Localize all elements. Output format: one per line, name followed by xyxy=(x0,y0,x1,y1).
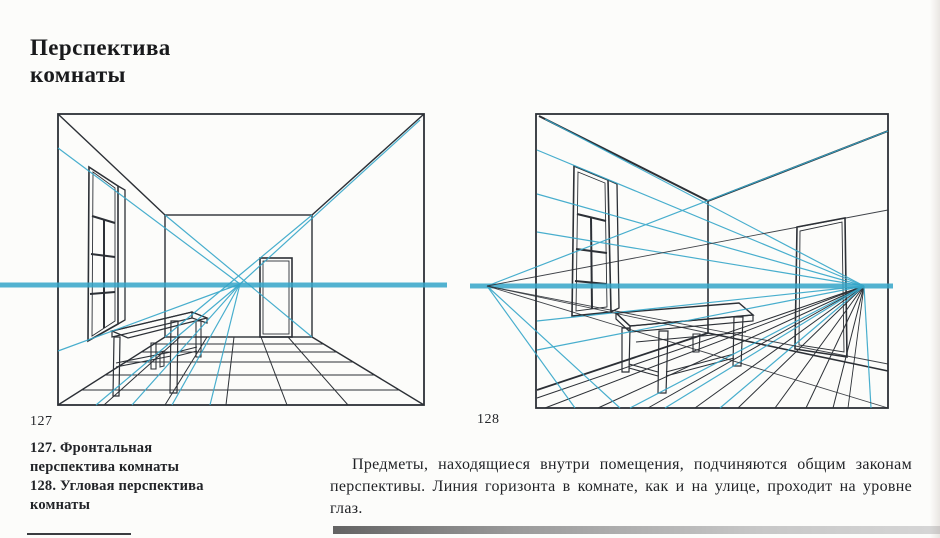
figure-127-number: 127 xyxy=(30,414,53,429)
figure-128-number: 128 xyxy=(477,412,500,427)
page-title-line2: комнаты xyxy=(30,62,126,87)
door-127 xyxy=(259,257,293,338)
figure-127-caption: 127. Фронтальная перспектива комнаты xyxy=(30,440,180,475)
caption-column-rule xyxy=(27,533,131,535)
figure-128-angular-perspective xyxy=(470,113,893,409)
floor-grid-127 xyxy=(82,336,399,406)
figure-128-caption: 128. Угловая перспектива комнаты xyxy=(30,478,204,513)
figure-127-frontal-perspective xyxy=(0,113,447,406)
table-128 xyxy=(614,302,755,394)
construction-lines-127 xyxy=(57,119,421,406)
construction-lines-128 xyxy=(486,118,889,409)
window-127 xyxy=(87,165,126,343)
window-128 xyxy=(571,164,620,317)
body-paragraph: Предметы, находящиеся внутри помещения, … xyxy=(330,456,912,517)
table-127 xyxy=(109,311,210,397)
next-figure-top-edge xyxy=(333,526,940,534)
page-title: Перспектива комнаты xyxy=(30,34,230,88)
room-127 xyxy=(57,113,425,406)
floorboards-128 xyxy=(536,285,865,409)
page-title-line1: Перспектива xyxy=(30,35,171,60)
